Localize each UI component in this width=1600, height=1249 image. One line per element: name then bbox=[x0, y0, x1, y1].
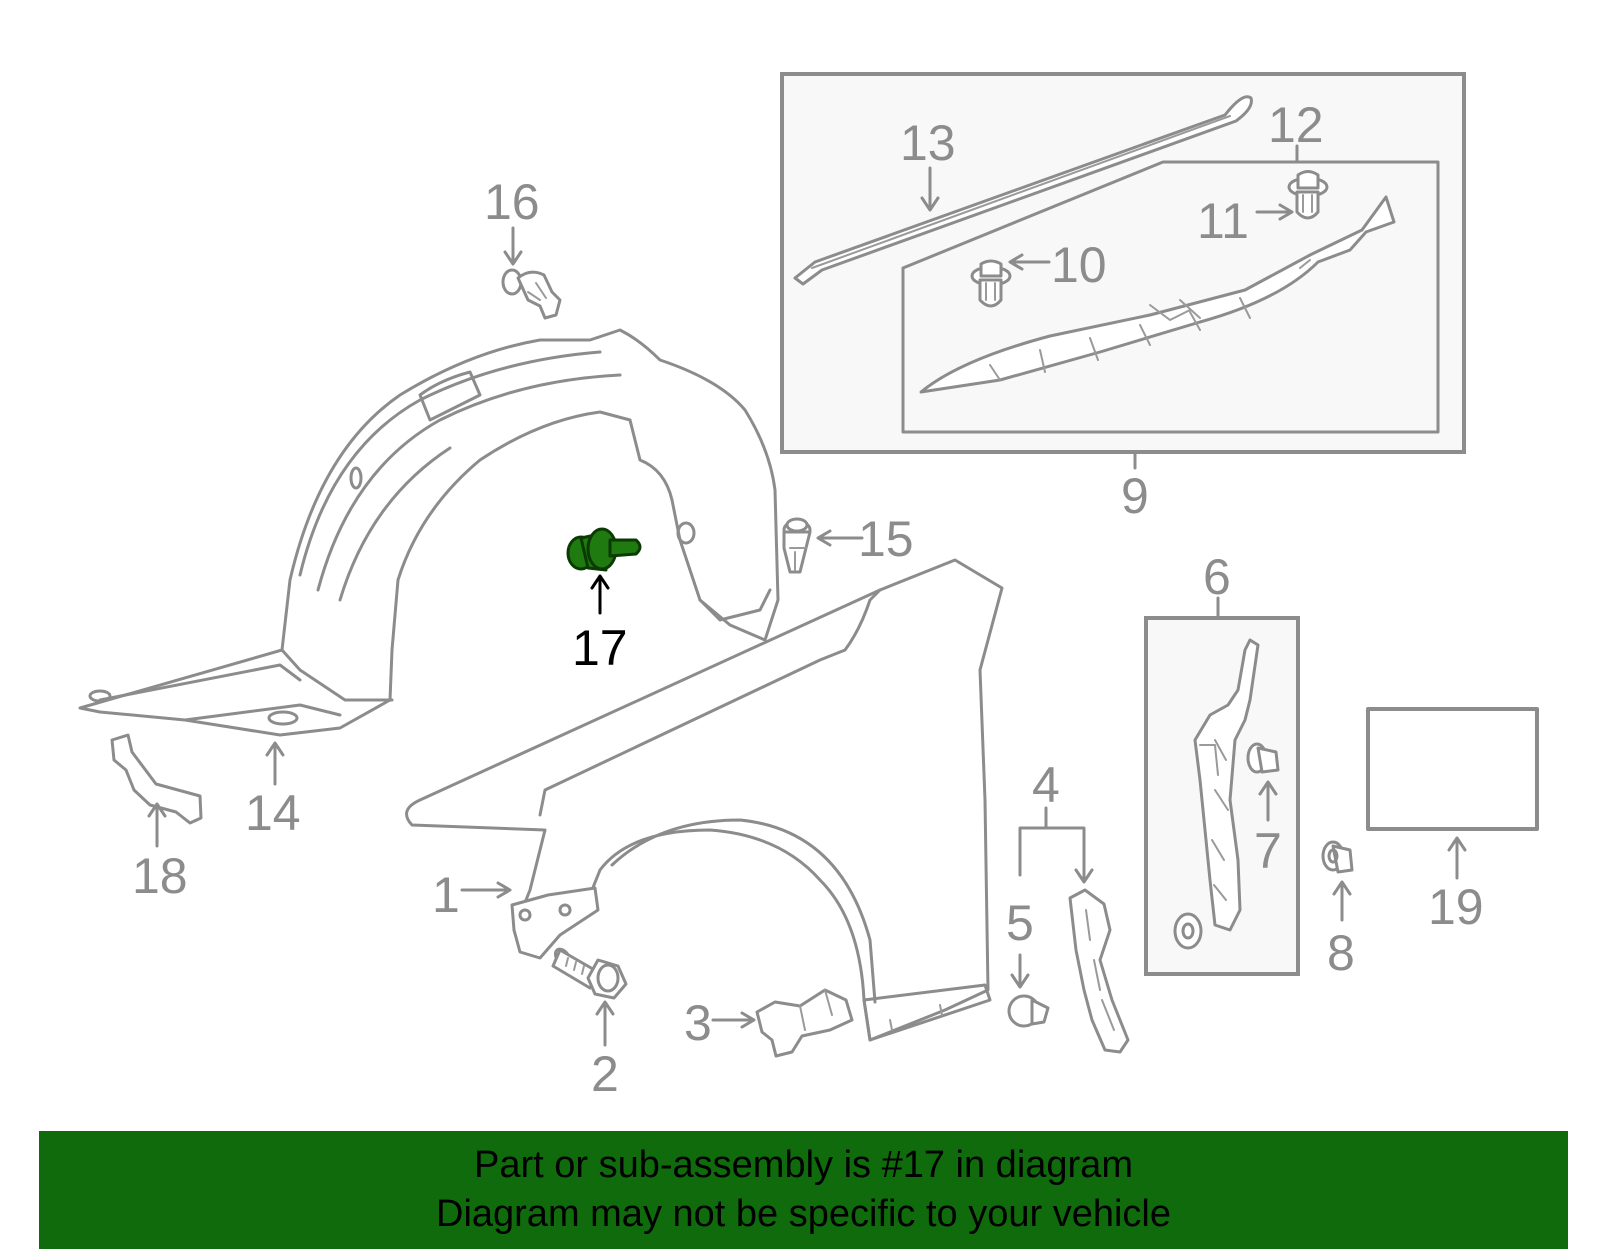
part-14-fender-liner bbox=[78, 328, 780, 737]
callout-1: 1 bbox=[432, 867, 460, 923]
callout-17: 17 bbox=[572, 620, 628, 676]
callout-6: 6 bbox=[1203, 549, 1231, 605]
part-7-clip bbox=[1246, 742, 1280, 774]
callout-4: 4 bbox=[1032, 757, 1060, 813]
callout-16: 16 bbox=[484, 174, 540, 230]
part-16-clip bbox=[501, 268, 562, 320]
callout-13: 13 bbox=[900, 115, 956, 171]
callout-10: 10 bbox=[1051, 237, 1107, 293]
callout-18: 18 bbox=[132, 848, 188, 904]
callout-19: 19 bbox=[1428, 879, 1484, 935]
part-15-clip bbox=[782, 517, 812, 574]
callout-9: 9 bbox=[1121, 468, 1149, 524]
part-17-grommet-highlighted bbox=[566, 527, 642, 572]
callout-3: 3 bbox=[684, 995, 712, 1051]
callout-7: 7 bbox=[1254, 823, 1282, 879]
leader-lines bbox=[147, 144, 1467, 1047]
part-12-fender-liner-seal bbox=[919, 195, 1396, 394]
part-5-cap bbox=[1007, 994, 1050, 1028]
callout-8: 8 bbox=[1327, 925, 1355, 981]
part-19-label bbox=[1366, 707, 1539, 831]
notice-banner: Part or sub-assembly is #17 in diagram D… bbox=[39, 1131, 1568, 1249]
banner-line-1: Part or sub-assembly is #17 in diagram bbox=[474, 1144, 1133, 1186]
part-2-bolt bbox=[551, 947, 628, 1000]
banner-line-2: Diagram may not be specific to your vehi… bbox=[436, 1193, 1171, 1235]
part-10-clip bbox=[970, 259, 1012, 308]
callout-15: 15 bbox=[858, 511, 914, 567]
callout-5: 5 bbox=[1006, 895, 1034, 951]
callout-12: 12 bbox=[1268, 97, 1324, 153]
callout-2: 2 bbox=[591, 1046, 619, 1102]
part-18-bracket bbox=[110, 733, 203, 825]
callout-11: 11 bbox=[1197, 193, 1249, 249]
part-8-clip bbox=[1321, 840, 1354, 874]
part-6-fender-bracket bbox=[1173, 638, 1260, 950]
part-1-fender bbox=[405, 558, 1004, 1042]
part-11-clip bbox=[1287, 170, 1329, 220]
part-4-bracket bbox=[1068, 888, 1130, 1054]
callout-14: 14 bbox=[245, 785, 301, 841]
